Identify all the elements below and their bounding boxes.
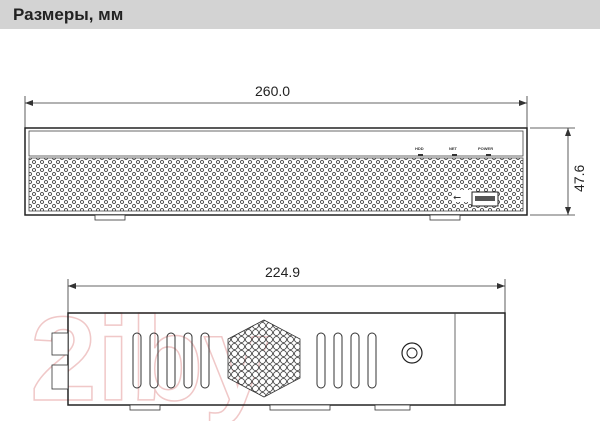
vent-grille [28,157,524,212]
section-title: Размеры, мм [13,5,124,24]
connector [51,364,69,390]
section-header: Размеры, мм [0,0,600,29]
indicator-hdd: HDD [415,146,424,151]
length-label: 224.9 [265,264,300,280]
width-label: 260.0 [255,83,290,99]
foot [94,214,126,221]
indicator-power: POWER [478,146,493,151]
height-label: 47.6 [571,165,587,192]
foot [429,214,461,221]
front-view: 260.0 HDD NET POWER ⭠ 47.6 [24,83,587,221]
usb-icon: ⭠ [453,192,461,203]
indicator-net: NET [449,146,458,151]
round-connector [401,342,423,364]
fan-grille [227,319,301,398]
side-view: 224.9 [51,264,506,411]
connector [51,332,69,356]
